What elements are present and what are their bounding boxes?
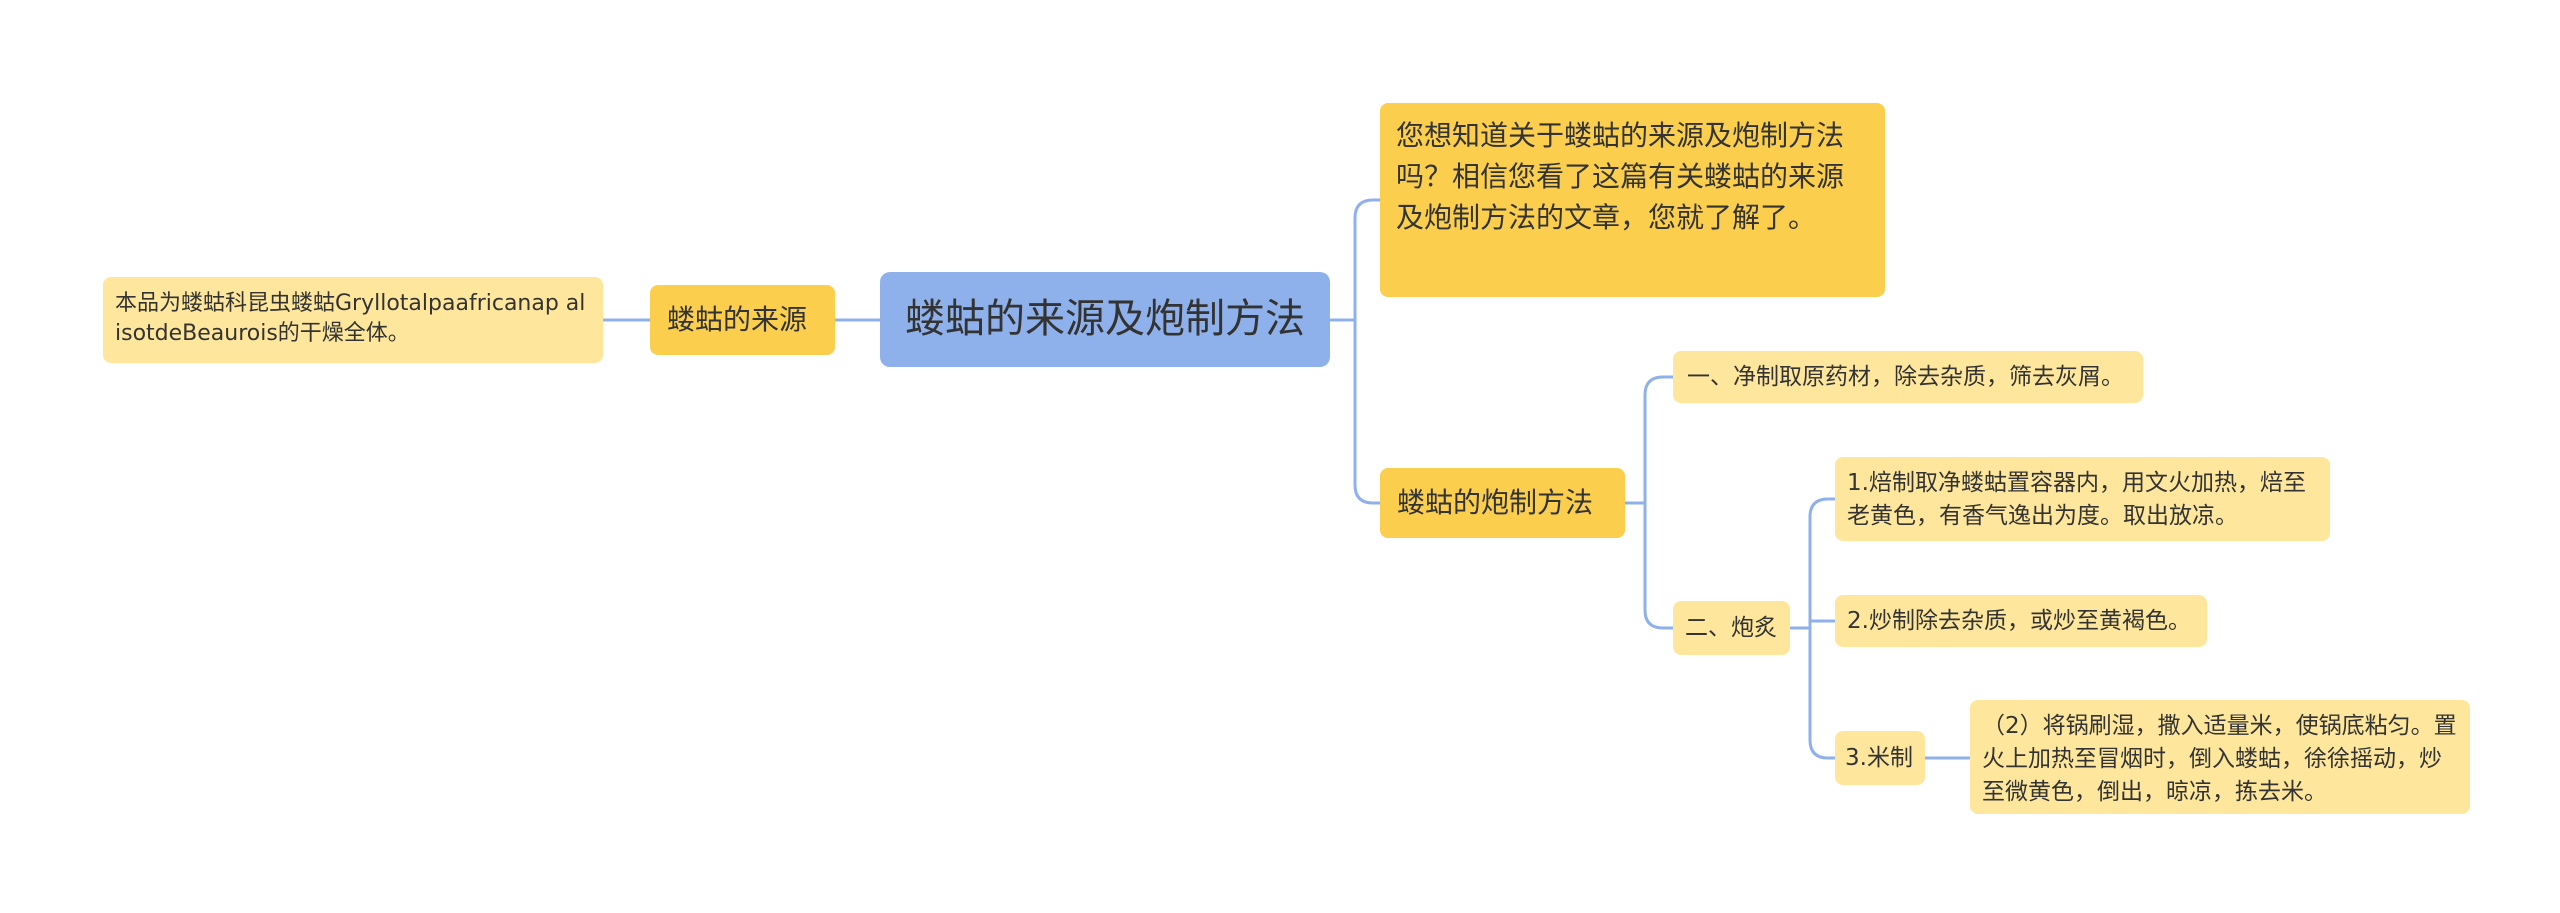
roast-item-2[interactable]: 2.炒制除去杂质，或炒至黄褐色。 <box>1835 595 2207 647</box>
connector-root-intro <box>1353 198 1382 322</box>
topic-processing[interactable]: 蝼蛄的炮制方法 <box>1380 468 1625 538</box>
roast-item-1[interactable]: 1.焙制取净蝼蛄置容器内，用文火加热，焙至老黄色，有香气逸出为度。取出放凉。 <box>1835 457 2330 541</box>
roast-item-3[interactable]: 3.米制 <box>1835 731 1925 785</box>
topic-source[interactable]: 蝼蛄的来源 <box>650 285 835 355</box>
connector-roast-item2 <box>1808 619 1837 630</box>
source-detail[interactable]: 本品为蝼蛄科昆虫蝼蛄Gryllotalpaafricanap alisotdeB… <box>103 277 603 363</box>
connector-root-processing <box>1353 318 1382 505</box>
processing-roast[interactable]: 二、炮炙 <box>1673 601 1790 655</box>
connector-roast-item3 <box>1808 626 1837 760</box>
connector-roast-item1 <box>1808 497 1837 630</box>
connector-processing-roast <box>1643 501 1675 630</box>
intro-text[interactable]: 您想知道关于蝼蛄的来源及炮制方法吗？相信您看了这篇有关蝼蛄的来源及炮制方法的文章… <box>1380 103 1885 297</box>
processing-clean[interactable]: 一、净制取原药材，除去杂质，筛去灰屑。 <box>1673 351 2143 403</box>
connector-processing-clean <box>1643 375 1675 505</box>
root-topic[interactable]: 蝼蛄的来源及炮制方法 <box>880 272 1330 367</box>
rice-detail[interactable]: （2）将锅刷湿，撒入适量米，使锅底粘匀。置火上加热至冒烟时，倒入蝼蛄，徐徐摇动，… <box>1970 700 2470 814</box>
